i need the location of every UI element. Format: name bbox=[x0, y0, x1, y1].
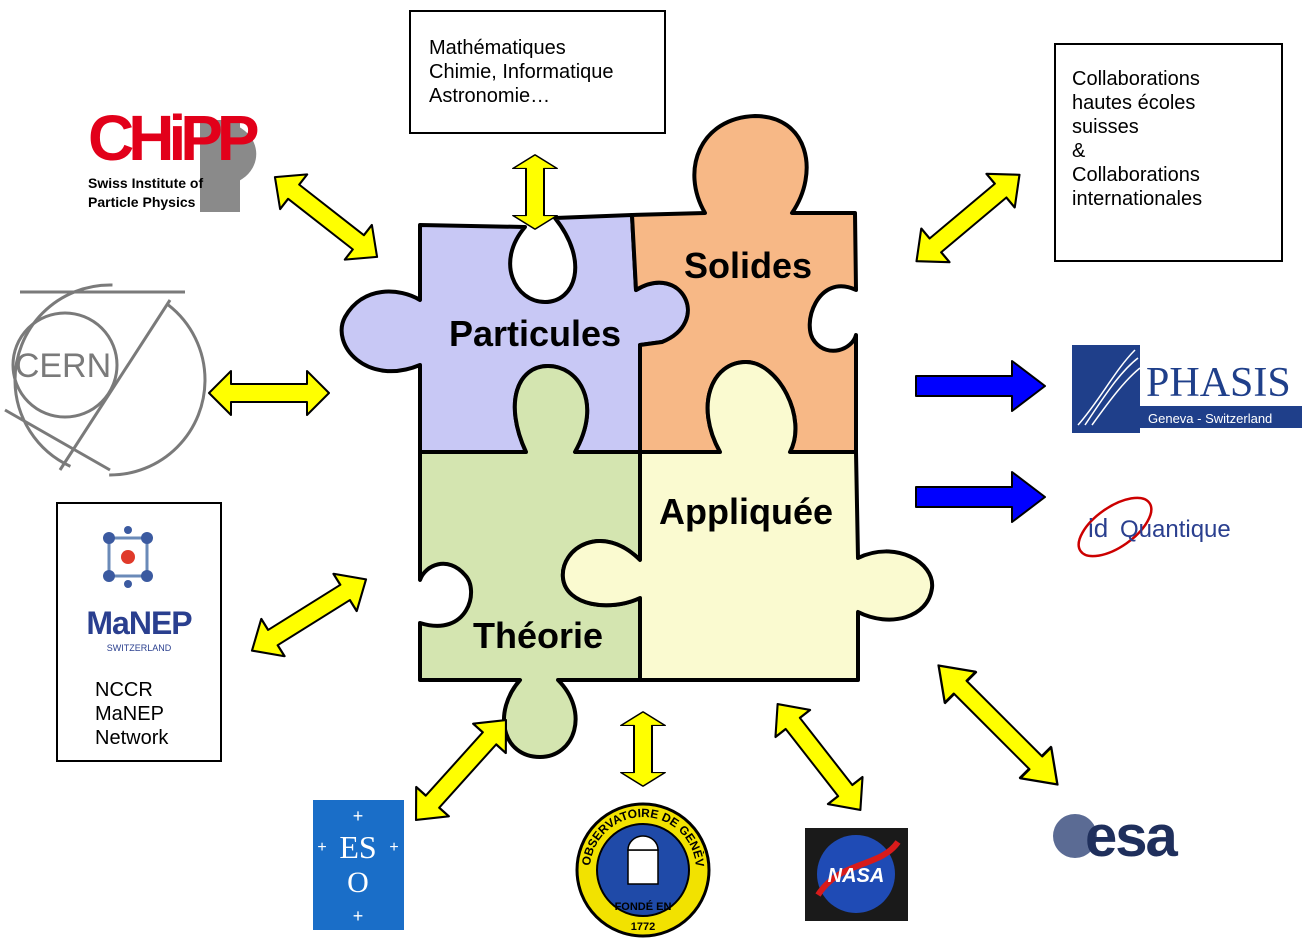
disciplines-box: Mathématiques Chimie, Informatique Astro… bbox=[409, 10, 666, 134]
label-appliquee: Appliquée bbox=[659, 491, 833, 532]
box-line: Astronomie… bbox=[429, 85, 551, 107]
box-line: hautes écoles bbox=[1072, 92, 1196, 114]
idq-mark-a: id bbox=[1088, 513, 1108, 543]
observatoire-building-icon bbox=[627, 849, 659, 885]
eso-logo: ES O + + + + bbox=[313, 800, 404, 930]
eso-star-icon: + bbox=[389, 839, 398, 856]
label-particules: Particules bbox=[449, 313, 621, 354]
manep-line: NCCR bbox=[95, 679, 153, 701]
box-line: Collaborations bbox=[1072, 164, 1200, 186]
nasa-mark: NASA bbox=[828, 865, 885, 887]
box-line: & bbox=[1072, 140, 1086, 162]
collaborations-box: Collaborations hautes écoles suisses & C… bbox=[1054, 43, 1283, 262]
box-line: internationales bbox=[1072, 188, 1203, 210]
box-line: Mathématiques bbox=[429, 37, 566, 59]
esa-globe-icon bbox=[1053, 814, 1097, 858]
cern-ring-small bbox=[11, 311, 119, 419]
manep-line: MaNEP bbox=[95, 703, 164, 725]
cern-ring-large bbox=[13, 283, 207, 477]
esa-mark: esa bbox=[1085, 804, 1179, 869]
manep-crystal-icon bbox=[103, 526, 153, 588]
eso-star-icon: + bbox=[353, 806, 364, 826]
arrow-nasa bbox=[759, 689, 879, 825]
puzzle-piece-appliquee bbox=[560, 360, 935, 682]
phasis-sub: Geneva - Switzerland bbox=[1148, 411, 1272, 426]
eso-mark-b: O bbox=[347, 866, 369, 899]
box-line: Collaborations bbox=[1072, 68, 1200, 90]
arrow-observatoire bbox=[620, 710, 666, 788]
eso-mark-a: ES bbox=[339, 829, 376, 865]
chipp-line2: Particle Physics bbox=[88, 194, 196, 210]
cern-mark: CERN bbox=[15, 347, 111, 385]
observatoire-year: 1772 bbox=[631, 921, 655, 933]
cern-line bbox=[58, 299, 172, 471]
manep-line: Network bbox=[95, 727, 169, 749]
chipp-mark: CHiPP bbox=[88, 102, 258, 174]
chipp-p-bowl bbox=[205, 120, 257, 188]
eso-star-icon: + bbox=[317, 839, 326, 856]
arrow-phasis bbox=[915, 360, 1046, 412]
box-line: suisses bbox=[1072, 116, 1139, 138]
box-line: Chimie, Informatique bbox=[429, 61, 614, 83]
phasis-mark: PHASIS bbox=[1146, 360, 1291, 406]
manep-mark: MaNEP bbox=[86, 605, 192, 641]
puzzle-piece-solides bbox=[630, 114, 858, 454]
arrow-idquantique bbox=[915, 471, 1046, 523]
arrow-collaborations bbox=[901, 156, 1035, 280]
manep-sub: SWITZERLAND bbox=[107, 643, 172, 653]
eso-star-icon: + bbox=[353, 906, 364, 926]
arrow-esa bbox=[921, 648, 1075, 802]
chipp-logo: CHiPP Swiss Institute of Particle Physic… bbox=[88, 102, 264, 212]
cern-logo: CERN bbox=[4, 283, 207, 477]
label-solides: Solides bbox=[684, 245, 812, 286]
chipp-line1: Swiss Institute of bbox=[88, 175, 203, 191]
arrow-cern bbox=[208, 370, 330, 416]
nasa-logo: NASA bbox=[805, 828, 908, 921]
manep-logo: MaNEP SWITZERLAND NCCR MaNEP Network bbox=[56, 502, 222, 762]
arrow-chipp bbox=[260, 158, 392, 276]
idquantique-logo: id Quantique bbox=[1077, 496, 1231, 558]
observatoire-bottom: FONDÉ EN bbox=[615, 900, 672, 913]
phasis-logo: PHASIS Geneva - Switzerland bbox=[1072, 345, 1302, 433]
esa-logo: esa bbox=[1053, 804, 1181, 869]
cern-line bbox=[4, 408, 111, 472]
arrow-manep bbox=[239, 559, 379, 671]
arrow-disciplines bbox=[512, 153, 558, 231]
arrow-eso bbox=[398, 704, 524, 836]
label-theorie: Théorie bbox=[473, 615, 603, 656]
idq-mark-b: Quantique bbox=[1120, 516, 1231, 543]
